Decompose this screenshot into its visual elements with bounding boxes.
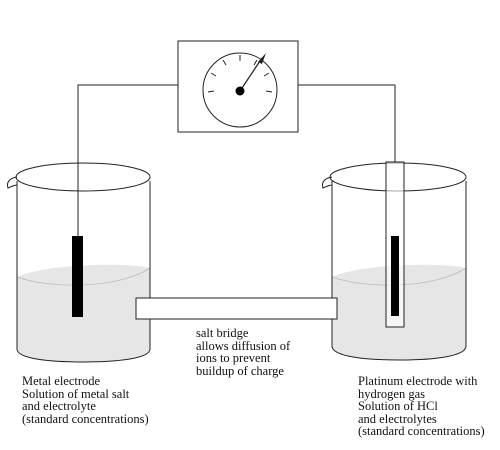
right-cell-label: Platinum electrode with hydrogen gas Sol… [358,375,485,438]
salt-bridge-label: salt bridge allows diffusion of ions to … [196,327,290,377]
left-label-line-4: (standard concentrations) [22,411,149,426]
left-label-line-3: and electrolyte [22,399,96,413]
left-beaker-rim [15,162,151,192]
needle-tip [258,53,266,64]
bridge-label-line-1: salt bridge [196,326,249,340]
left-beaker-spout [7,176,18,189]
platinum-electrode [391,236,399,316]
right-label-line-3: Solution of HCl [358,399,438,413]
dial-ticks [207,55,273,93]
wires [77,84,396,236]
salt-bridge [135,297,338,320]
right-label-line-4: and electrolytes [358,411,437,426]
voltmeter [177,40,299,133]
left-label-line-1: Metal electrode [22,374,101,388]
left-solution-surface [16,267,151,286]
right-wire [298,84,396,162]
left-cell-label: Metal electrode Solution of metal salt a… [22,375,149,425]
right-label-line-1: Platinum electrode with [358,374,478,388]
left-wire [77,84,178,236]
left-beaker-body [16,181,151,363]
bridge-label-line-4: buildup of charge [196,363,284,378]
dial-needle [239,57,263,92]
right-label-line-5: (standard concentrations) [358,424,485,438]
right-beaker [322,161,467,361]
bridge-label-line-2: allows diffusion of [196,338,291,353]
bridge-label-line-3: ions to prevent [196,351,271,365]
right-beaker-spout [322,176,333,189]
needle-pivot [235,86,245,96]
right-beaker-body [331,181,467,361]
left-solution [17,264,150,362]
left-label-line-2: Solution of metal salt [22,386,130,401]
metal-electrode [72,236,83,317]
left-beaker [7,162,151,363]
right-label-line-2: hydrogen gas [358,386,425,401]
